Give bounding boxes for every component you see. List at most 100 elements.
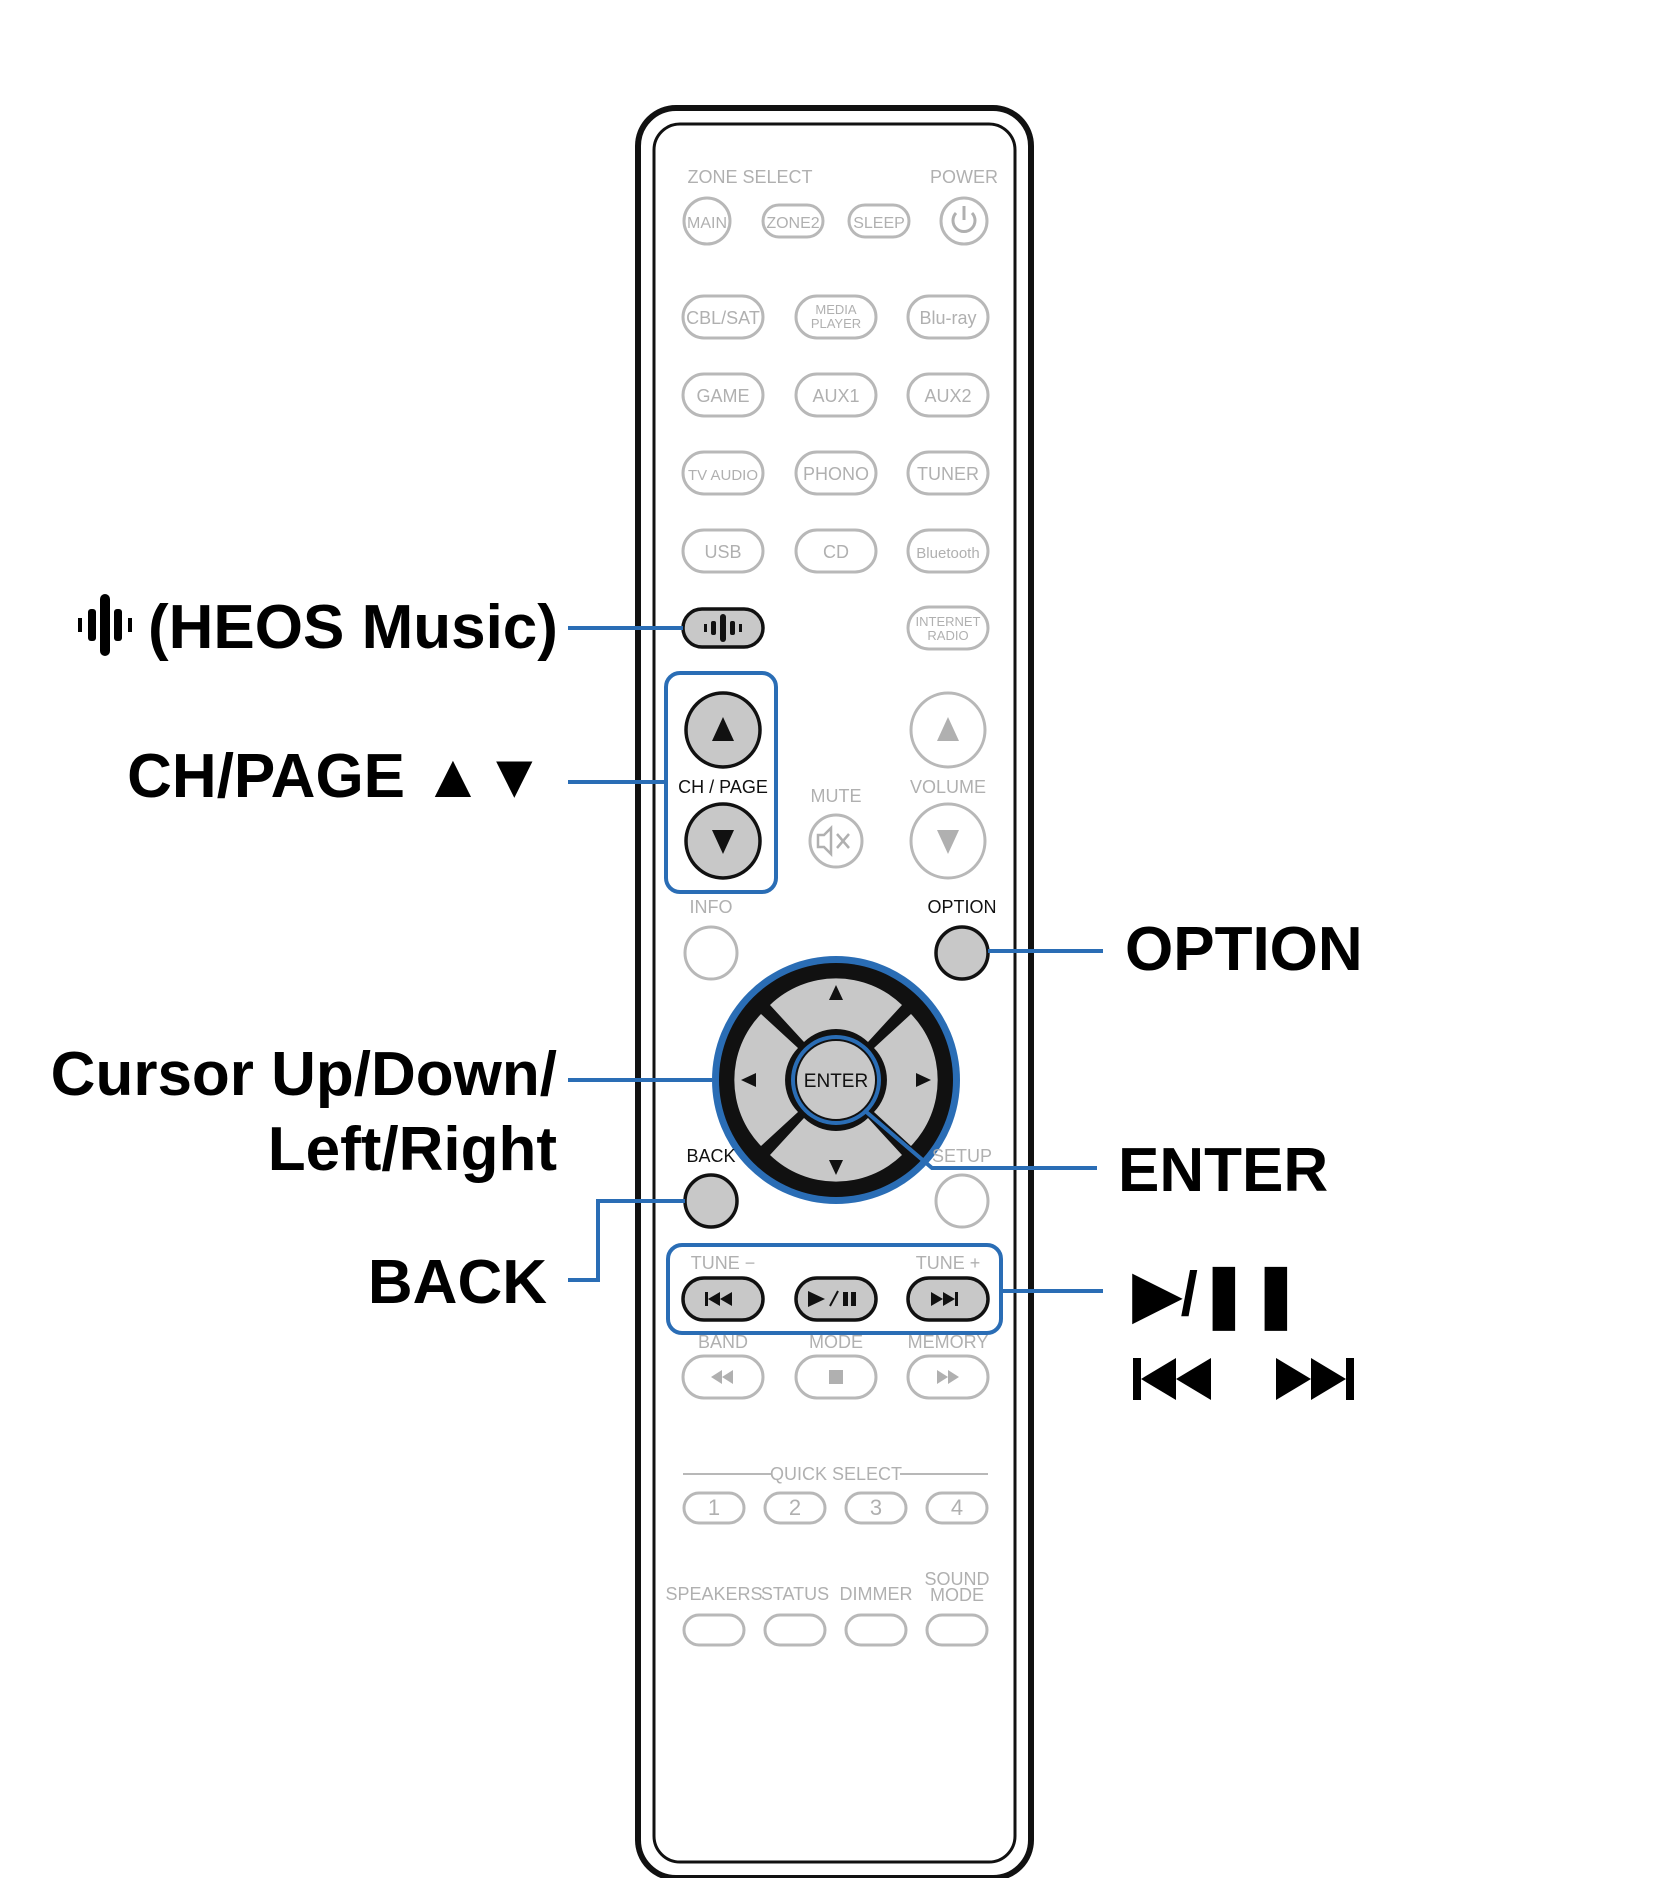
info-label: INFO (690, 897, 733, 917)
cursor-left-icon (741, 1073, 756, 1087)
tv-audio-label: TV AUDIO (688, 467, 758, 484)
ch-page-up-button[interactable] (684, 691, 762, 769)
rewind-button[interactable] (681, 1354, 765, 1400)
game-label: GAME (696, 386, 749, 406)
bluetooth-source-button[interactable]: Bluetooth (906, 528, 990, 574)
mute-label: MUTE (811, 786, 862, 806)
quick-select-3-label: 3 (870, 1495, 882, 1520)
down-triangle-icon (712, 830, 734, 854)
sleep-button-label: SLEEP (853, 215, 905, 232)
volume-down-button[interactable] (909, 802, 987, 880)
status-button[interactable]: STATUS (761, 1584, 829, 1647)
bluetooth-label: Bluetooth (916, 545, 979, 562)
cbl-sat-label: CBL/SAT (686, 308, 760, 328)
skip-forward-button[interactable] (906, 1276, 990, 1322)
cursor-down-icon (829, 1160, 843, 1175)
setup-label: SETUP (932, 1146, 992, 1166)
option-callout: OPTION (1125, 915, 1363, 984)
cursor-down-segment[interactable] (770, 1118, 902, 1182)
back-label: BACK (686, 1146, 735, 1166)
usb-source-button[interactable]: USB (681, 528, 765, 574)
phono-label: PHONO (803, 464, 869, 484)
ch-page-callout: CH/PAGE ▲▼ (127, 742, 545, 811)
dimmer-button[interactable]: DIMMER (840, 1584, 913, 1647)
main-button[interactable]: MAIN (682, 196, 732, 246)
cursor-left-segment[interactable] (734, 1014, 798, 1146)
mute-button[interactable] (808, 813, 864, 869)
quick-select-label: QUICK SELECT (770, 1464, 902, 1484)
status-label: STATUS (761, 1584, 829, 1604)
play-pause-callout: ▶/❚❚ (1132, 1260, 1302, 1331)
quick-select-2-label: 2 (789, 1495, 801, 1520)
ch-page-down-button[interactable] (684, 802, 762, 880)
zone2-button[interactable]: ZONE2 (761, 203, 825, 239)
cursor-right-segment[interactable] (874, 1014, 938, 1146)
ch-page-label: CH / PAGE (678, 777, 768, 797)
cursor-callout-line1: Cursor Up/Down/ (51, 1040, 557, 1109)
tuner-label: TUNER (917, 464, 979, 484)
back-button[interactable] (683, 1173, 739, 1229)
zone-select-label: ZONE SELECT (687, 167, 812, 187)
phono-source-button[interactable]: PHONO (794, 450, 878, 496)
back-callout: BACK (368, 1248, 547, 1317)
skip-back-button[interactable] (681, 1276, 765, 1322)
enter-callout: ENTER (1118, 1136, 1328, 1205)
blu-ray-source-button[interactable]: Blu-ray (906, 294, 990, 340)
fast-forward-button[interactable] (906, 1354, 990, 1400)
internet-radio-line2: RADIO (927, 628, 968, 643)
cursor-up-segment[interactable] (770, 978, 902, 1042)
quick-select-buttons: 1 2 3 4 (682, 1491, 989, 1525)
tv-audio-source-button[interactable]: TV AUDIO (681, 450, 765, 496)
speakers-button[interactable]: SPEAKERS (665, 1584, 763, 1647)
cd-label: CD (823, 542, 849, 562)
volume-up-button[interactable] (909, 691, 987, 769)
dimmer-label: DIMMER (840, 1584, 913, 1604)
fast-forward-icon (937, 1370, 959, 1384)
aux2-source-button[interactable]: AUX2 (906, 372, 990, 418)
heos-callout-text: (HEOS Music) (148, 593, 558, 662)
quick-select-4-label: 4 (951, 1495, 963, 1520)
option-button[interactable] (934, 925, 990, 981)
volume-up-icon (937, 717, 959, 741)
stop-button[interactable] (794, 1354, 878, 1400)
play-pause-button[interactable] (794, 1276, 878, 1322)
quick-select-2-button[interactable]: 2 (763, 1491, 827, 1525)
quick-select-3-button[interactable]: 3 (844, 1491, 908, 1525)
volume-label: VOLUME (910, 777, 986, 797)
callout-lines (568, 626, 1103, 1293)
volume-down-icon (937, 830, 959, 854)
quick-select-1-button[interactable]: 1 (682, 1491, 746, 1525)
cd-source-button[interactable]: CD (794, 528, 878, 574)
cbl-sat-source-button[interactable]: CBL/SAT (681, 294, 765, 340)
internet-radio-button[interactable]: INTERNET RADIO (906, 605, 990, 651)
aux1-source-button[interactable]: AUX1 (794, 372, 878, 418)
band-label: BAND (698, 1332, 748, 1352)
usb-label: USB (704, 542, 741, 562)
tuner-source-button[interactable]: TUNER (906, 450, 990, 496)
mode-label: MODE (809, 1332, 863, 1352)
skip-forward-icon (931, 1292, 958, 1306)
game-source-button[interactable]: GAME (681, 372, 765, 418)
quick-select-4-button[interactable]: 4 (925, 1491, 989, 1525)
enter-button[interactable]: ENTER (791, 1035, 881, 1125)
up-triangle-icon (712, 717, 734, 741)
sleep-button[interactable]: SLEEP (847, 203, 911, 239)
mute-icon (816, 824, 850, 858)
setup-button[interactable] (934, 1173, 990, 1229)
heos-music-button[interactable] (681, 607, 765, 649)
zone2-button-label: ZONE2 (766, 215, 819, 232)
aux2-label: AUX2 (924, 386, 971, 406)
tune-plus-label: TUNE + (916, 1253, 981, 1273)
play-pause-icon (808, 1290, 856, 1307)
media-player-label-2: PLAYER (811, 316, 861, 331)
skip-back-icon (705, 1292, 732, 1306)
info-button[interactable] (683, 925, 739, 981)
enter-label: ENTER (804, 1071, 868, 1092)
heos-icon (704, 614, 742, 642)
power-button[interactable] (939, 196, 989, 246)
heos-callout: (HEOS Music) (78, 593, 558, 662)
